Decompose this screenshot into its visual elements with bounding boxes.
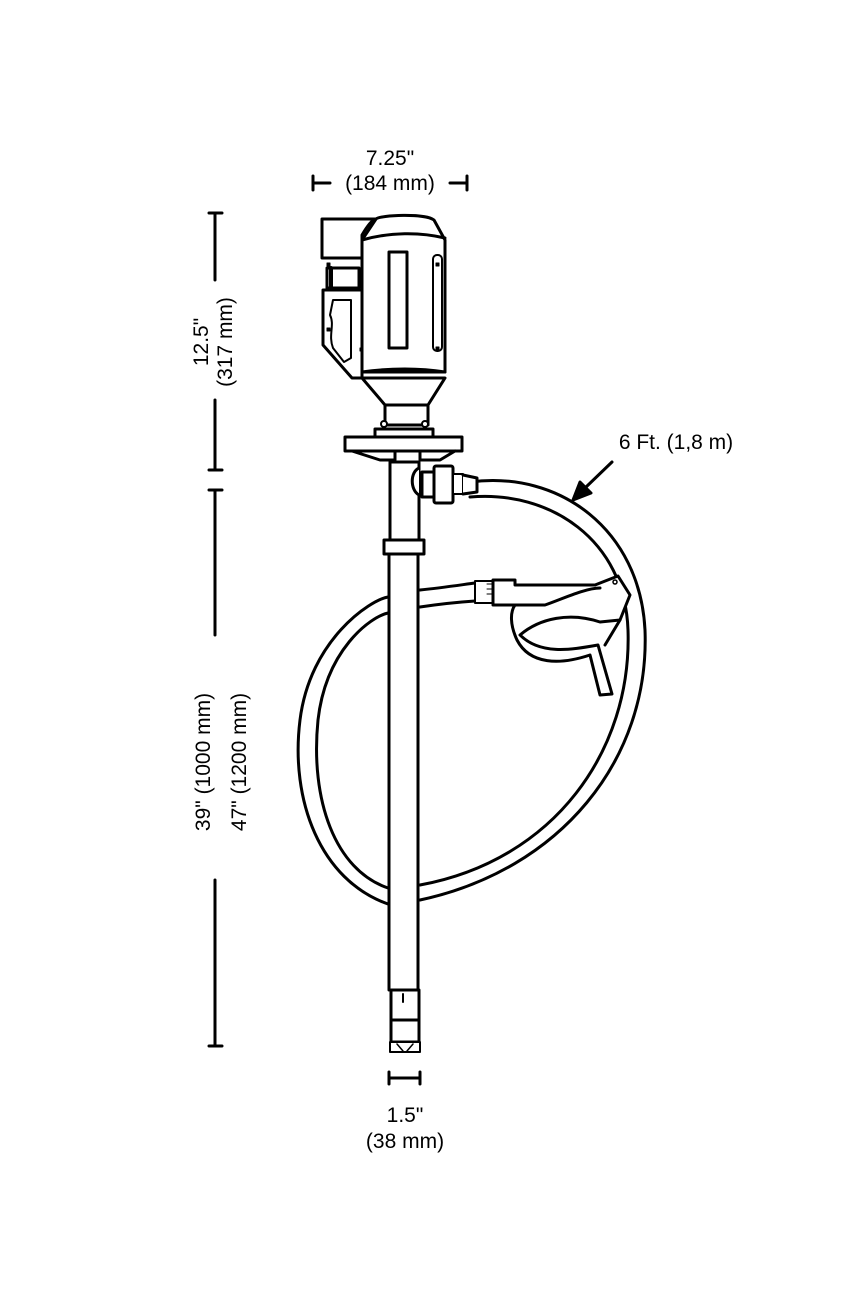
hose — [296, 479, 647, 906]
motor-height-dimension — [207, 211, 224, 472]
tube-length-dimension — [207, 488, 224, 1048]
width-imperial-label: 7.25" — [366, 147, 414, 170]
diameter-dimension — [387, 1070, 422, 1086]
foot-valve — [389, 988, 421, 1053]
motor-height-metric-label: (317 mm) — [214, 297, 237, 387]
width-dimension — [311, 174, 469, 192]
diameter-imperial-label: 1.5" — [387, 1104, 424, 1127]
motor — [320, 213, 447, 428]
width-metric-label: (184 mm) — [345, 172, 435, 195]
tube-length-label-2: 47" (1200 mm) — [228, 693, 251, 831]
tube-length-label-1: 39" (1000 mm) — [192, 693, 215, 831]
diameter-metric-label: (38 mm) — [366, 1130, 444, 1153]
hose-length-label: 6 Ft. (1,8 m) — [619, 431, 733, 454]
pump-tube — [382, 460, 426, 992]
motor-height-imperial-label: 12.5" — [190, 318, 213, 366]
outlet-fitting — [410, 464, 479, 505]
nozzle — [474, 574, 632, 697]
flange — [343, 427, 464, 462]
hose-length-arrow — [571, 460, 614, 502]
